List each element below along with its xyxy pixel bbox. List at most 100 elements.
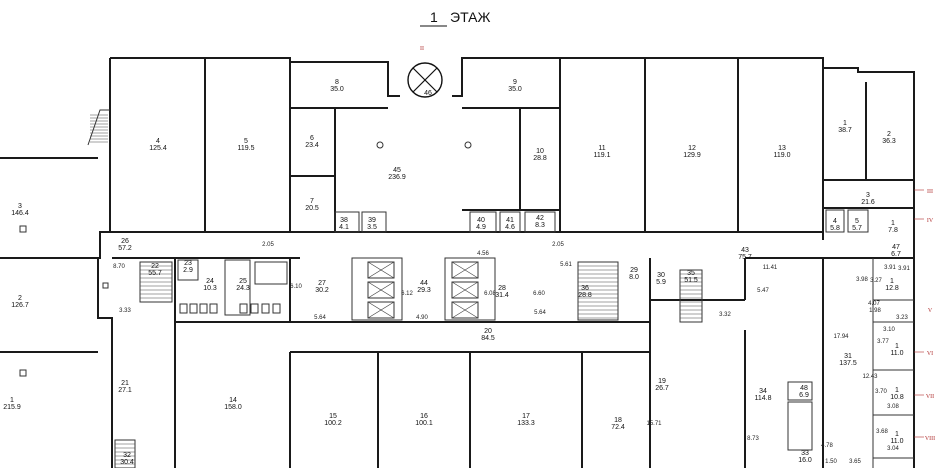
room-number: 22 <box>151 263 159 270</box>
room-area: 126.7 <box>11 302 29 309</box>
dimension-label: 6.60 <box>533 291 545 297</box>
room-area: 38.7 <box>838 127 852 134</box>
room-number: 1 <box>10 397 14 404</box>
room-number: 26 <box>121 238 129 245</box>
room-number: 31 <box>844 353 852 360</box>
room-area: 4.1 <box>339 224 349 231</box>
axis-mark-iv: IV <box>927 218 934 224</box>
floor-number: 1 <box>430 9 438 25</box>
dimension-label: 17.94 <box>833 334 849 340</box>
room-number: 27 <box>318 280 326 287</box>
dimension-label: 3.23 <box>896 315 908 321</box>
dimension-label: 15.71 <box>646 421 662 427</box>
room-number: 1 <box>895 431 899 438</box>
room-number: 40 <box>477 217 485 224</box>
dimension-label: 3.10 <box>883 327 895 333</box>
room-area: 21.6 <box>861 199 875 206</box>
room-number: 5 <box>855 218 859 225</box>
room-number: 18 <box>614 417 622 424</box>
dimension-label: 1.50 <box>825 459 837 465</box>
room-area: 27.1 <box>118 387 132 394</box>
dimension-label: 3.98 <box>856 277 868 283</box>
room-number: 41 <box>506 217 514 224</box>
room-area: 55.7 <box>148 270 162 277</box>
dimension-label: 5.61 <box>560 262 572 268</box>
dimension-label: 12.43 <box>862 374 878 380</box>
dimension-label: 5.64 <box>534 310 546 316</box>
room-area: 10.8 <box>890 394 904 401</box>
room-area: 119.1 <box>594 152 611 159</box>
room-number: 1 <box>843 120 847 127</box>
axis-mark-ii: II <box>420 46 424 52</box>
elevators <box>351 257 496 321</box>
room-number: 35 <box>687 270 695 277</box>
room-area: 84.5 <box>481 335 495 342</box>
room-number: 5 <box>244 138 248 145</box>
room-number: 4 <box>156 138 160 145</box>
room-number: 45 <box>393 167 401 174</box>
room-area: 5.9 <box>656 279 666 286</box>
room-area: 6.7 <box>891 251 901 258</box>
room-area: 51.5 <box>684 277 698 284</box>
room-area: 6.9 <box>799 392 809 399</box>
room-area: 5.8 <box>830 225 840 232</box>
room-number: 29 <box>630 267 638 274</box>
room-area: 100.2 <box>324 420 342 427</box>
columns <box>19 141 472 377</box>
outer-walls <box>0 57 915 468</box>
room-number: 16 <box>420 413 428 420</box>
room-number: 44 <box>420 280 428 287</box>
room-number: 15 <box>329 413 337 420</box>
room-area: 125.4 <box>149 145 167 152</box>
room-number: 3 <box>18 203 22 210</box>
dimension-label: 6.12 <box>401 291 413 297</box>
room-number: 47 <box>892 244 900 251</box>
room-area: 100.1 <box>415 420 433 427</box>
room-area: 114.8 <box>755 395 772 402</box>
compass-label: 46 <box>424 90 432 97</box>
floor-label: ЭТАЖ <box>450 9 490 25</box>
compass-icon: 46 <box>407 62 443 98</box>
dimension-label: 11.41 <box>763 265 778 271</box>
room-area: 137.5 <box>839 360 857 367</box>
room-area: 57.2 <box>118 245 132 252</box>
room-number: 23 <box>184 260 192 267</box>
room-area: 4.6 <box>505 224 515 231</box>
room-number: 33 <box>801 450 809 457</box>
upper-row-partitions <box>110 58 914 240</box>
room-number: 3 <box>866 192 870 199</box>
room-number: 25 <box>239 278 247 285</box>
room-area: 11.0 <box>890 438 903 445</box>
room-number: 21 <box>121 380 129 387</box>
axis-mark-viii: VIII <box>925 436 935 442</box>
dimension-label: 4.07 <box>868 301 880 307</box>
dimension-label: 4.90 <box>416 315 428 321</box>
room-area: 133.3 <box>517 420 535 427</box>
room-number: 20 <box>484 328 492 335</box>
room-number: 42 <box>536 215 544 222</box>
room-area: 30.2 <box>315 287 329 294</box>
room-number: 34 <box>759 388 767 395</box>
dimension-label: 3.70 <box>875 389 887 395</box>
axis-mark-vi: VI <box>927 351 933 357</box>
room-area: 16.0 <box>798 457 812 464</box>
room-area: 72.4 <box>611 424 625 431</box>
toilet-block <box>177 259 288 316</box>
room-area: 119.0 <box>774 152 791 159</box>
room-area: 11.0 <box>890 350 903 357</box>
room-number: 13 <box>778 145 786 152</box>
room-area: 5.7 <box>852 225 862 232</box>
room-area: 36.3 <box>882 138 896 145</box>
room-area: 3.5 <box>367 224 377 231</box>
dimension-label: 3.68 <box>876 429 888 435</box>
room-number: 36 <box>581 285 589 292</box>
room-area: 30.4 <box>120 459 134 466</box>
room-number: 11 <box>598 145 605 152</box>
room-area: 4.9 <box>476 224 486 231</box>
room-number: 48 <box>800 385 808 392</box>
dimension-label: 3.32 <box>719 312 731 318</box>
room-area: 75.7 <box>738 254 752 261</box>
axis-markers: II III IV V VI VII VIII <box>420 46 935 442</box>
room-area: 215.9 <box>3 404 21 411</box>
